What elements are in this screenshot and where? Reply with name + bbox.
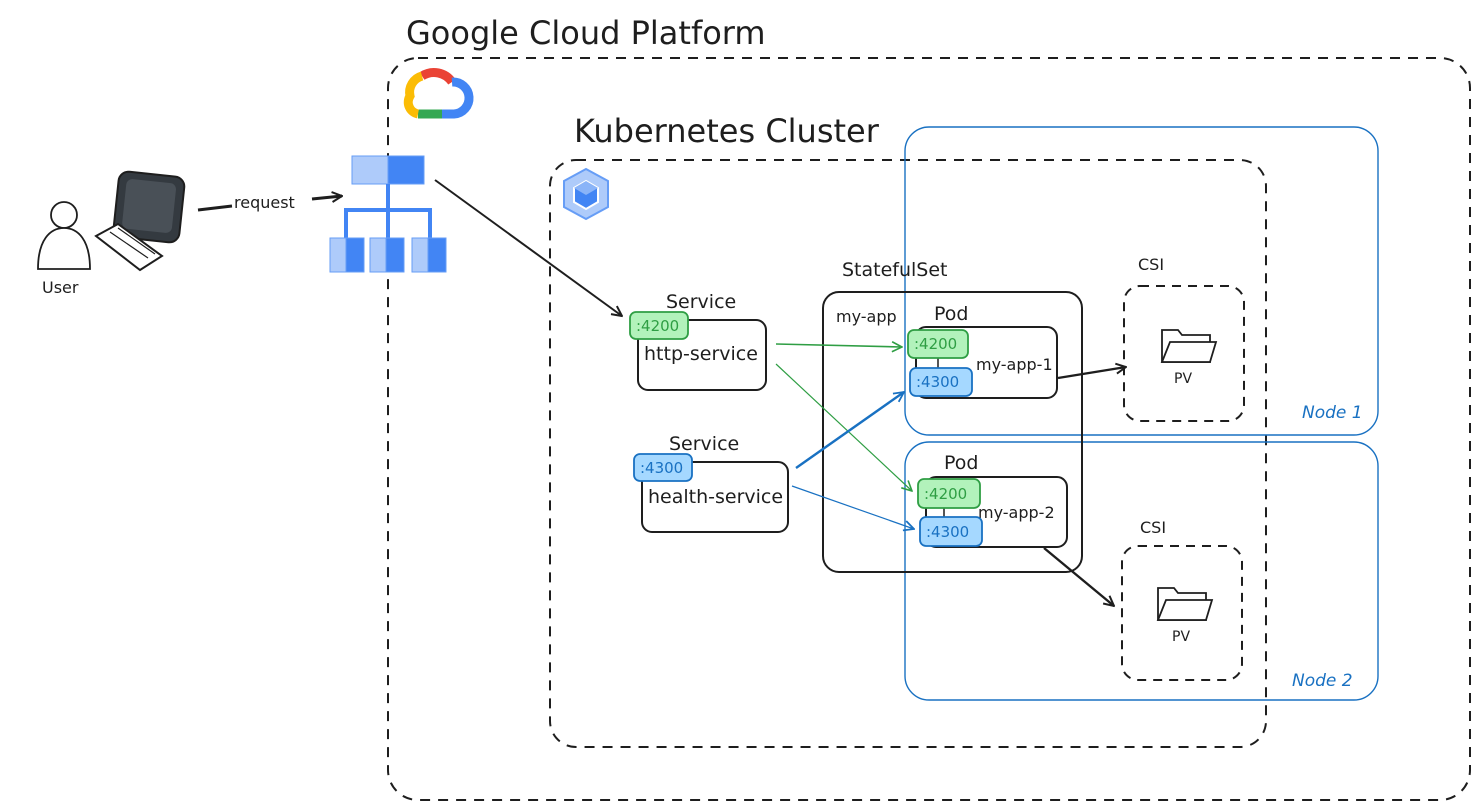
http-service-kind: Service [666, 291, 736, 313]
statefulset-name: my-app [836, 307, 897, 326]
pod-1-health-port-badge [909, 367, 973, 397]
statefulset-title: StatefulSet [842, 259, 948, 281]
pod-2-http-port: :4200 [924, 485, 967, 503]
gcp-frame [387, 57, 1471, 801]
user-label: User [42, 278, 79, 297]
pod-2-kind: Pod [944, 452, 978, 474]
health-service-name: health-service [648, 486, 783, 508]
node-2-label: Node 2 [1292, 671, 1353, 691]
cluster-frame [549, 159, 1267, 748]
csi-1-volume: PV [1174, 371, 1192, 387]
node-1-label: Node 1 [1302, 403, 1363, 423]
folder-icon [1160, 329, 1218, 363]
health-service-kind: Service [669, 433, 739, 455]
pod-1-http-port: :4200 [914, 335, 957, 353]
http-service-port-badge [629, 311, 689, 340]
csi-2-title: CSI [1140, 518, 1166, 537]
node-1-frame [904, 126, 1379, 436]
pod-2-to-pv-arrow [1043, 547, 1114, 606]
gcp-title: Google Cloud Platform [406, 14, 766, 52]
csi-2-volume: PV [1172, 629, 1190, 645]
csi-1-title: CSI [1138, 255, 1164, 274]
lb-to-service-arrow [434, 179, 622, 316]
http-to-pod-2-arrow [775, 363, 912, 491]
load-balancer-icon [329, 155, 447, 273]
pod-2-http-port-badge [917, 478, 981, 509]
statefulset-box [822, 291, 1083, 573]
pod-1-kind: Pod [934, 303, 968, 325]
google-cloud-logo [403, 68, 474, 119]
pod-1-to-pv-arrow [1057, 367, 1126, 380]
pod-1-http-port-badge [907, 329, 969, 359]
http-service-name: http-service [644, 343, 758, 365]
kubernetes-engine-icon [563, 167, 609, 221]
pod-2-health-port-badge [919, 516, 983, 547]
folder-icon [1156, 587, 1214, 621]
pod-1-health-port: :4300 [916, 373, 959, 391]
http-to-pod-1-arrow [775, 344, 902, 347]
csi-2-box [1121, 545, 1243, 681]
health-to-pod-2-arrow [791, 485, 914, 529]
request-arrow [197, 196, 342, 212]
health-service-port-badge [633, 453, 693, 482]
pod-2-name: my-app-2 [978, 503, 1055, 522]
http-service-port: :4200 [636, 317, 679, 335]
cluster-title: Kubernetes Cluster [574, 112, 880, 150]
person-icon [37, 201, 91, 270]
computer-icon [94, 170, 186, 272]
pod-2-health-port: :4300 [926, 523, 969, 541]
request-label: request [234, 193, 295, 212]
health-service-port: :4300 [640, 459, 683, 477]
pod-1-name: my-app-1 [976, 355, 1053, 374]
csi-1-box [1123, 285, 1245, 422]
health-to-pod-1-arrow [795, 392, 904, 469]
